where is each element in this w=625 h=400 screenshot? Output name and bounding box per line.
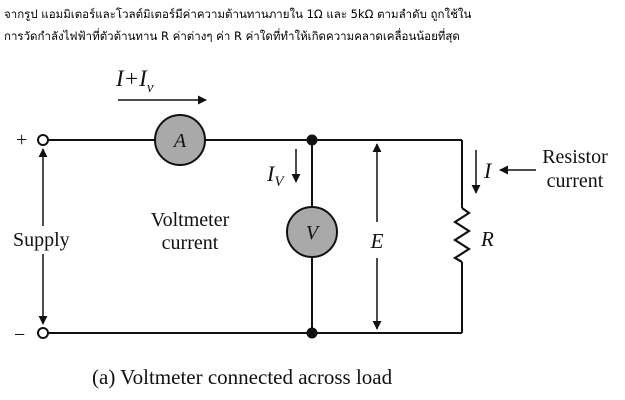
question-text: จากรูป แอมมิเตอร์และโวลต์มิเตอร์มีค่าควา… (4, 3, 622, 47)
voltmeter-current-line1: Voltmeter (151, 209, 230, 231)
voltage-label: E (370, 229, 384, 253)
voltmeter-current-subscript: V (274, 174, 285, 190)
terminal-plus-node (37, 134, 49, 146)
resistor-current-line1: Resistor (542, 146, 608, 168)
voltmeter-current-symbol: IV (266, 161, 285, 190)
voltmeter-current-line2: current (162, 232, 219, 254)
total-current-subscript: v (147, 80, 154, 96)
diagram-caption: (a) Voltmeter connected across load (92, 365, 393, 389)
terminal-minus-node (37, 327, 49, 339)
supply-label-bg (9, 228, 79, 252)
wires (48, 139, 463, 334)
junction-bottom (306, 327, 318, 339)
voltage-label-bg (366, 225, 388, 255)
question-line-1: จากรูป แอมมิเตอร์และโวลต์มิเตอร์มีค่าควา… (4, 7, 472, 21)
terminal-minus-label: − (14, 324, 25, 346)
total-current-label: I+Iv (115, 66, 154, 96)
resistor-current-line2: current (547, 170, 604, 192)
ammeter-symbol: A (172, 130, 187, 152)
resistor-symbol (452, 207, 472, 263)
junction-top (306, 134, 318, 146)
voltmeter-circle (286, 206, 338, 258)
ammeter-circle (154, 114, 206, 166)
resistor-label: R (480, 227, 494, 251)
voltmeter-symbol: V (306, 222, 321, 244)
supply-label: Supply (13, 229, 70, 251)
resistor-current-symbol: I (483, 158, 493, 183)
terminal-plus-label: + (16, 129, 27, 151)
question-line-2: การวัดกำลังไฟฟ้าที่ตัวต้านทาน R ค่าต่างๆ… (4, 29, 460, 43)
